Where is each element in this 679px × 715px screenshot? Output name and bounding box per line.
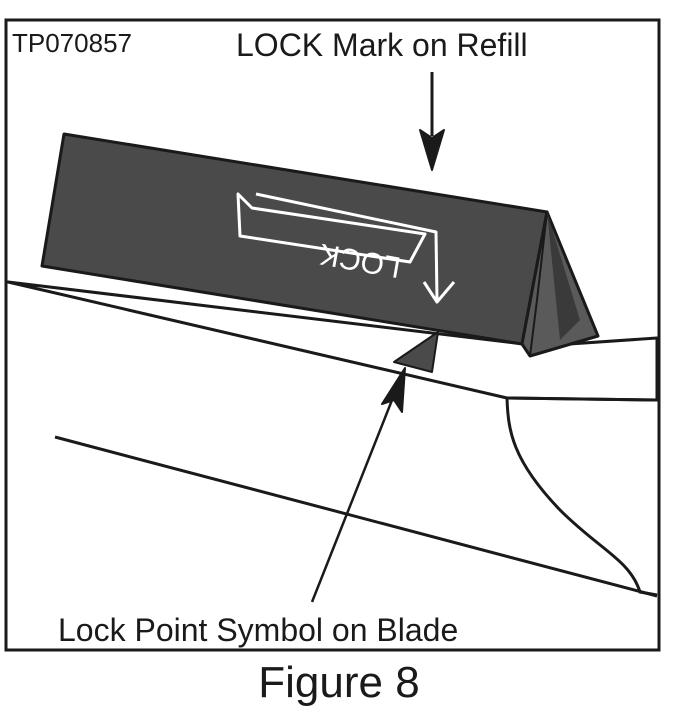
blade-front-edge bbox=[506, 396, 658, 402]
wiper-refill bbox=[40, 132, 600, 358]
bottom-callout-label: Lock Point Symbol on Blade bbox=[58, 612, 458, 648]
bottom-arrow-head bbox=[381, 367, 406, 413]
blade-top-face bbox=[6, 280, 659, 402]
lock-mark-arrow-shaft bbox=[255, 192, 439, 301]
figure-caption: Figure 8 bbox=[258, 658, 419, 707]
top-callout-label: LOCK Mark on Refill bbox=[236, 27, 528, 63]
refill-end-cap-inner bbox=[529, 211, 548, 357]
bottom-arrow-shaft bbox=[310, 389, 398, 603]
blade-end-profile bbox=[505, 397, 658, 597]
blade-lower-edge bbox=[54, 435, 658, 598]
lock-mark-arrowhead-icon bbox=[422, 281, 456, 304]
lock-point-triangle-icon bbox=[393, 331, 439, 373]
lock-mark-outline bbox=[236, 192, 427, 264]
part-number: TP070857 bbox=[12, 28, 132, 58]
arrow-up-icon bbox=[310, 367, 406, 603]
refill-end-cap-shade bbox=[547, 212, 580, 340]
top-arrow-head bbox=[419, 129, 445, 171]
wiper-blade bbox=[6, 280, 659, 598]
arrow-down-icon bbox=[419, 72, 445, 171]
